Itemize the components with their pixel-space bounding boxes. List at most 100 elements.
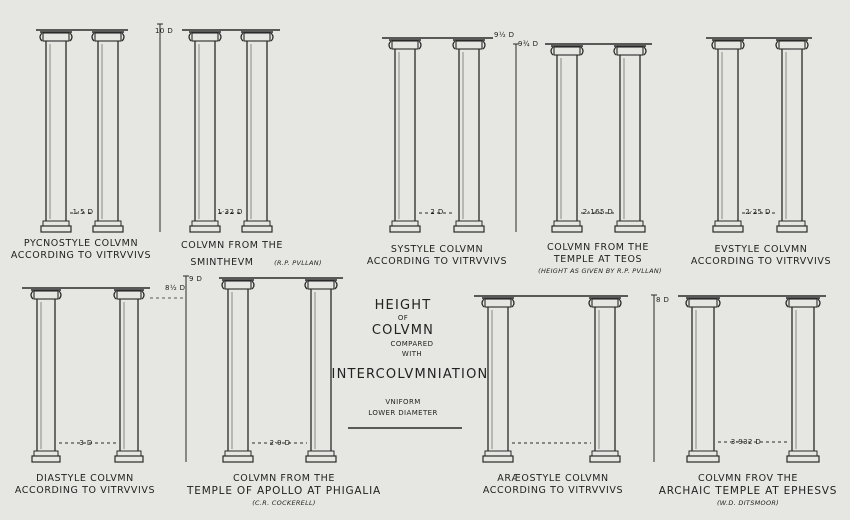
capital-echinus (33, 290, 59, 300)
base-plinth (189, 225, 221, 233)
capital-echinus (42, 32, 70, 42)
capital-volute (39, 32, 73, 42)
title-note: VNIFORM (385, 398, 420, 406)
capital-volute (711, 40, 745, 50)
base-plinth (686, 455, 720, 463)
caption-line: SYSTYLE COLVMN (391, 244, 483, 255)
caption-credit: (HEIGHT AS GIVEN BY R.P. PVLLAN) (538, 267, 662, 275)
title-block: HEIGHT OF COLVMN COMPARED WITH INTERCOLV… (332, 298, 489, 429)
title-note: LOWER DIAMETER (368, 409, 437, 417)
spacing-label: 2·25 D (745, 208, 771, 216)
caption-credit: (W.D. DITSMOOR) (717, 499, 779, 507)
base-plinth (614, 225, 646, 233)
base-plinth (589, 455, 621, 463)
title-line: INTERCOLVMNIATION (332, 367, 489, 382)
caption-line: ARCHAIC TEMPLE AT EPHESVS (659, 485, 838, 497)
capital-volute (388, 40, 422, 50)
base-plinth (31, 455, 61, 463)
capital-volute (452, 40, 486, 50)
capital-echinus (788, 298, 818, 308)
caption-credit: (R.P. PVLLAN) (274, 259, 322, 267)
spacing-label: 2·165 D (583, 208, 613, 216)
base-plinth (551, 225, 583, 233)
caption-line: ACCORDING TO VITRVVIVS (691, 256, 831, 267)
title-line: COMPARED (391, 340, 434, 348)
caption-line: PYCNOSTYLE COLVMN (24, 238, 138, 249)
capital-echinus (591, 298, 619, 308)
capital-echinus (778, 40, 806, 50)
capital-volute (240, 32, 274, 42)
capital-volute (91, 32, 125, 42)
capital-volute (550, 46, 584, 56)
base-plinth (453, 225, 485, 233)
spacing-label: 2·9 D (270, 439, 291, 447)
title-line: WITH (402, 350, 422, 358)
base-plinth (92, 225, 124, 233)
base-plinth (482, 455, 514, 463)
caption-line: EVSTYLE COLVMN (714, 244, 807, 255)
spacing-label: 3 D (79, 439, 92, 447)
caption-line: TEMPLE AT TEOS (553, 254, 642, 265)
capital-echinus (455, 40, 483, 50)
base-plinth (222, 455, 254, 463)
capital-volute (304, 280, 338, 290)
caption-line: TEMPLE OF APOLLO AT PHIGALIA (186, 485, 381, 497)
caption-line: ACCORDING TO VITRVVIVS (15, 485, 155, 496)
capital-echinus (307, 280, 335, 290)
height-label: 9 D (189, 275, 202, 283)
capital-echinus (116, 290, 142, 300)
height-label: 10 D (155, 27, 173, 35)
base-plinth (40, 225, 72, 233)
capital-echinus (688, 298, 718, 308)
height-label: 9¾ D (518, 40, 538, 48)
title-line: COLVMN (372, 323, 434, 338)
capital-echinus (94, 32, 122, 42)
caption-line: COLVMN FROM THE (233, 473, 335, 484)
capital-volute (221, 280, 255, 290)
spacing-label: 3·932 D (731, 438, 761, 446)
caption-line: ACCORDING TO VITRVVIVS (483, 485, 623, 496)
capital-volute (685, 298, 721, 308)
title-line: OF (398, 314, 408, 322)
base-plinth (305, 455, 337, 463)
base-plinth (712, 225, 744, 233)
base-plinth (389, 225, 421, 233)
capital-echinus (714, 40, 742, 50)
capital-volute (785, 298, 821, 308)
capital-echinus (224, 280, 252, 290)
base-plinth (114, 455, 144, 463)
caption-line: COLVMN FROV THE (698, 473, 798, 484)
caption-line: ACCORDING TO VITRVVIVS (11, 250, 151, 261)
capital-volute (113, 290, 145, 300)
spacing-label: 1·5 D (73, 208, 94, 216)
caption-line: ARÆOSTYLE COLVMN (497, 473, 609, 484)
capital-volute (30, 290, 62, 300)
caption-line: COLVMN FROM THE (181, 240, 283, 251)
base-plinth (786, 455, 820, 463)
title-line: HEIGHT (375, 298, 432, 313)
columns-layer (22, 23, 826, 463)
capital-echinus (191, 32, 219, 42)
capital-volute (588, 298, 622, 308)
height-label: 8 D (656, 296, 669, 304)
base-plinth (241, 225, 273, 233)
spacing-label: 1·32 D (217, 208, 243, 216)
capital-echinus (616, 46, 644, 56)
caption-line: ACCORDING TO VITRVVIVS (367, 256, 507, 267)
caption-line: SMINTHEVM (190, 257, 253, 268)
capital-echinus (484, 298, 512, 308)
caption-line: DIASTYLE COLVMN (36, 473, 134, 484)
capital-volute (188, 32, 222, 42)
caption-credit: (C.R. COCKERELL) (252, 499, 316, 507)
spacing-label: 2 D (430, 208, 443, 216)
capital-volute (613, 46, 647, 56)
height-label: 9½ D (494, 31, 514, 39)
capital-echinus (553, 46, 581, 56)
capital-echinus (243, 32, 271, 42)
capital-volute (481, 298, 515, 308)
capital-echinus (391, 40, 419, 50)
caption-line: COLVMN FROM THE (547, 242, 649, 253)
